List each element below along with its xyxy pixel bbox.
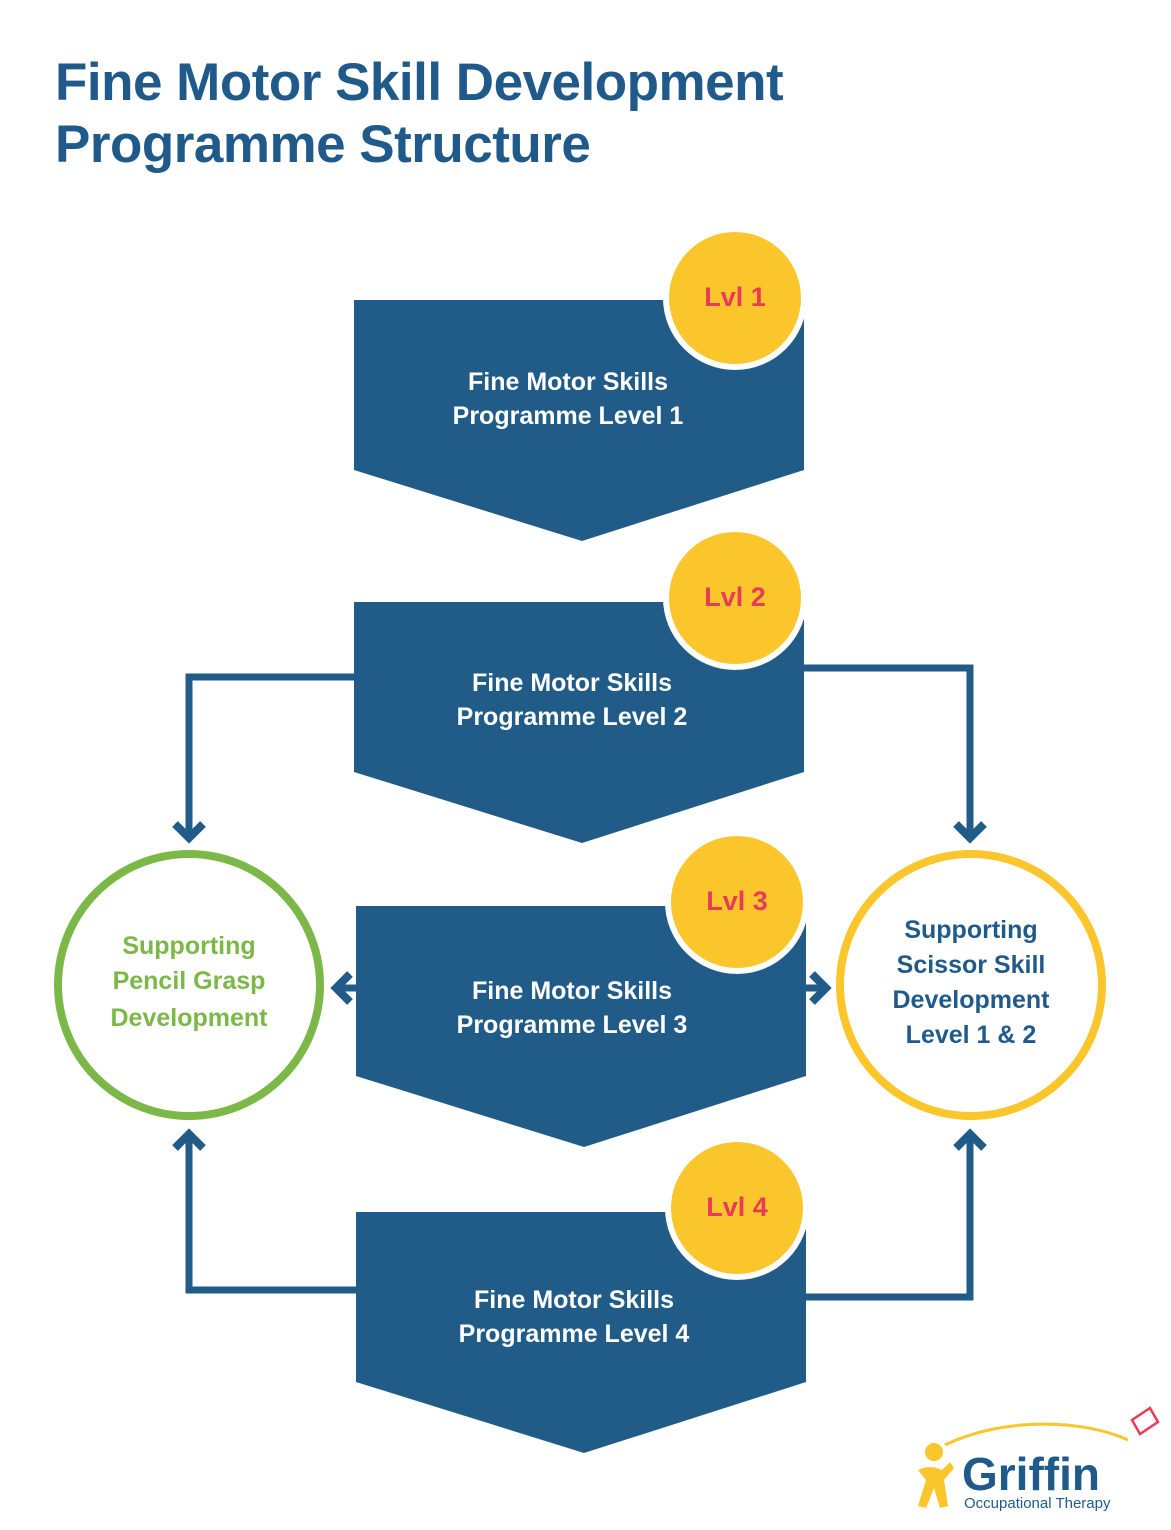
level-3-title-line-1: Fine Motor Skills [472,977,672,1005]
logo-wordmark: Griffin [962,1448,1100,1500]
level-2-badge-label: Lvl 2 [704,582,766,612]
arrowhead-down-pencil [172,821,206,844]
pencil-grasp-line-3: Development [111,1004,269,1032]
pencil-grasp-support: Supporting Pencil Grasp Development [54,850,324,1120]
level-3-badge-label: Lvl 3 [706,886,768,916]
arrowhead-right-scissor [809,971,832,1005]
arrowhead-up-pencil [172,1128,206,1151]
scissor-skill-line-1: Supporting [904,916,1037,944]
level-4-block: Lvl 4 Fine Motor Skills Programme Level … [356,1136,809,1453]
connector-level2-to-scissor [803,664,974,838]
arrowhead-left-pencil [330,971,353,1005]
level-4-title-line-1: Fine Motor Skills [474,1286,674,1314]
pencil-grasp-line-2: Pencil Grasp [113,967,266,995]
level-1-chevron [354,300,804,541]
title-line-2: Programme Structure [55,115,591,174]
level-2-title-line-1: Fine Motor Skills [472,669,672,697]
level-3-badge [671,836,803,968]
level-2-badge [669,532,801,664]
connector-level2-to-pencil [185,673,357,838]
logo-swoosh [944,1422,1129,1447]
level-1-title-line-1: Fine Motor Skills [468,368,668,396]
arrowhead-down-scissor [953,821,987,844]
scissor-skill-line-4: Level 1 & 2 [906,1021,1037,1049]
level-1-title-line-2: Programme Level 1 [453,402,684,430]
scissor-skill-line-3: Development [893,986,1051,1014]
scissor-skill-support: Supporting Scissor Skill Development Lev… [836,850,1106,1120]
level-3-title-line-2: Programme Level 3 [457,1011,688,1039]
pencil-grasp-line-1: Supporting [122,932,255,960]
level-1-block: Lvl 1 Fine Motor Skills Programme Level … [354,226,807,541]
level-2-chevron [354,602,804,843]
scissor-skill-line-2: Scissor Skill [897,951,1046,979]
connectors [172,664,987,1301]
level-4-chevron [356,1212,806,1453]
level-3-block: Lvl 3 Fine Motor Skills Programme Level … [356,830,809,1147]
logo-subtitle: Occupational Therapy [964,1495,1111,1512]
level-1-badge [669,232,801,364]
scissor-skill-circle [836,850,1106,1120]
griffin-logo: Griffin Occupational Therapy [918,1406,1160,1512]
kite-icon [1130,1406,1160,1436]
title-line-1: Fine Motor Skill Development [55,53,784,112]
arrowhead-up-scissor [953,1128,987,1151]
level-3-chevron [356,906,806,1147]
connector-level4-to-scissor [803,1134,974,1301]
level-1-badge-label: Lvl 1 [704,282,766,312]
level-4-badge-label: Lvl 4 [706,1192,768,1222]
connector-level4-to-pencil [185,1134,357,1294]
person-figure-icon [918,1443,954,1508]
level-4-badge [671,1142,803,1274]
level-2-title-line-2: Programme Level 2 [457,703,688,731]
pencil-grasp-circle [54,850,324,1120]
page-title: Fine Motor Skill Development Programme S… [55,52,784,176]
level-2-block: Lvl 2 Fine Motor Skills Programme Level … [354,526,807,843]
level-4-title-line-2: Programme Level 4 [459,1320,690,1348]
